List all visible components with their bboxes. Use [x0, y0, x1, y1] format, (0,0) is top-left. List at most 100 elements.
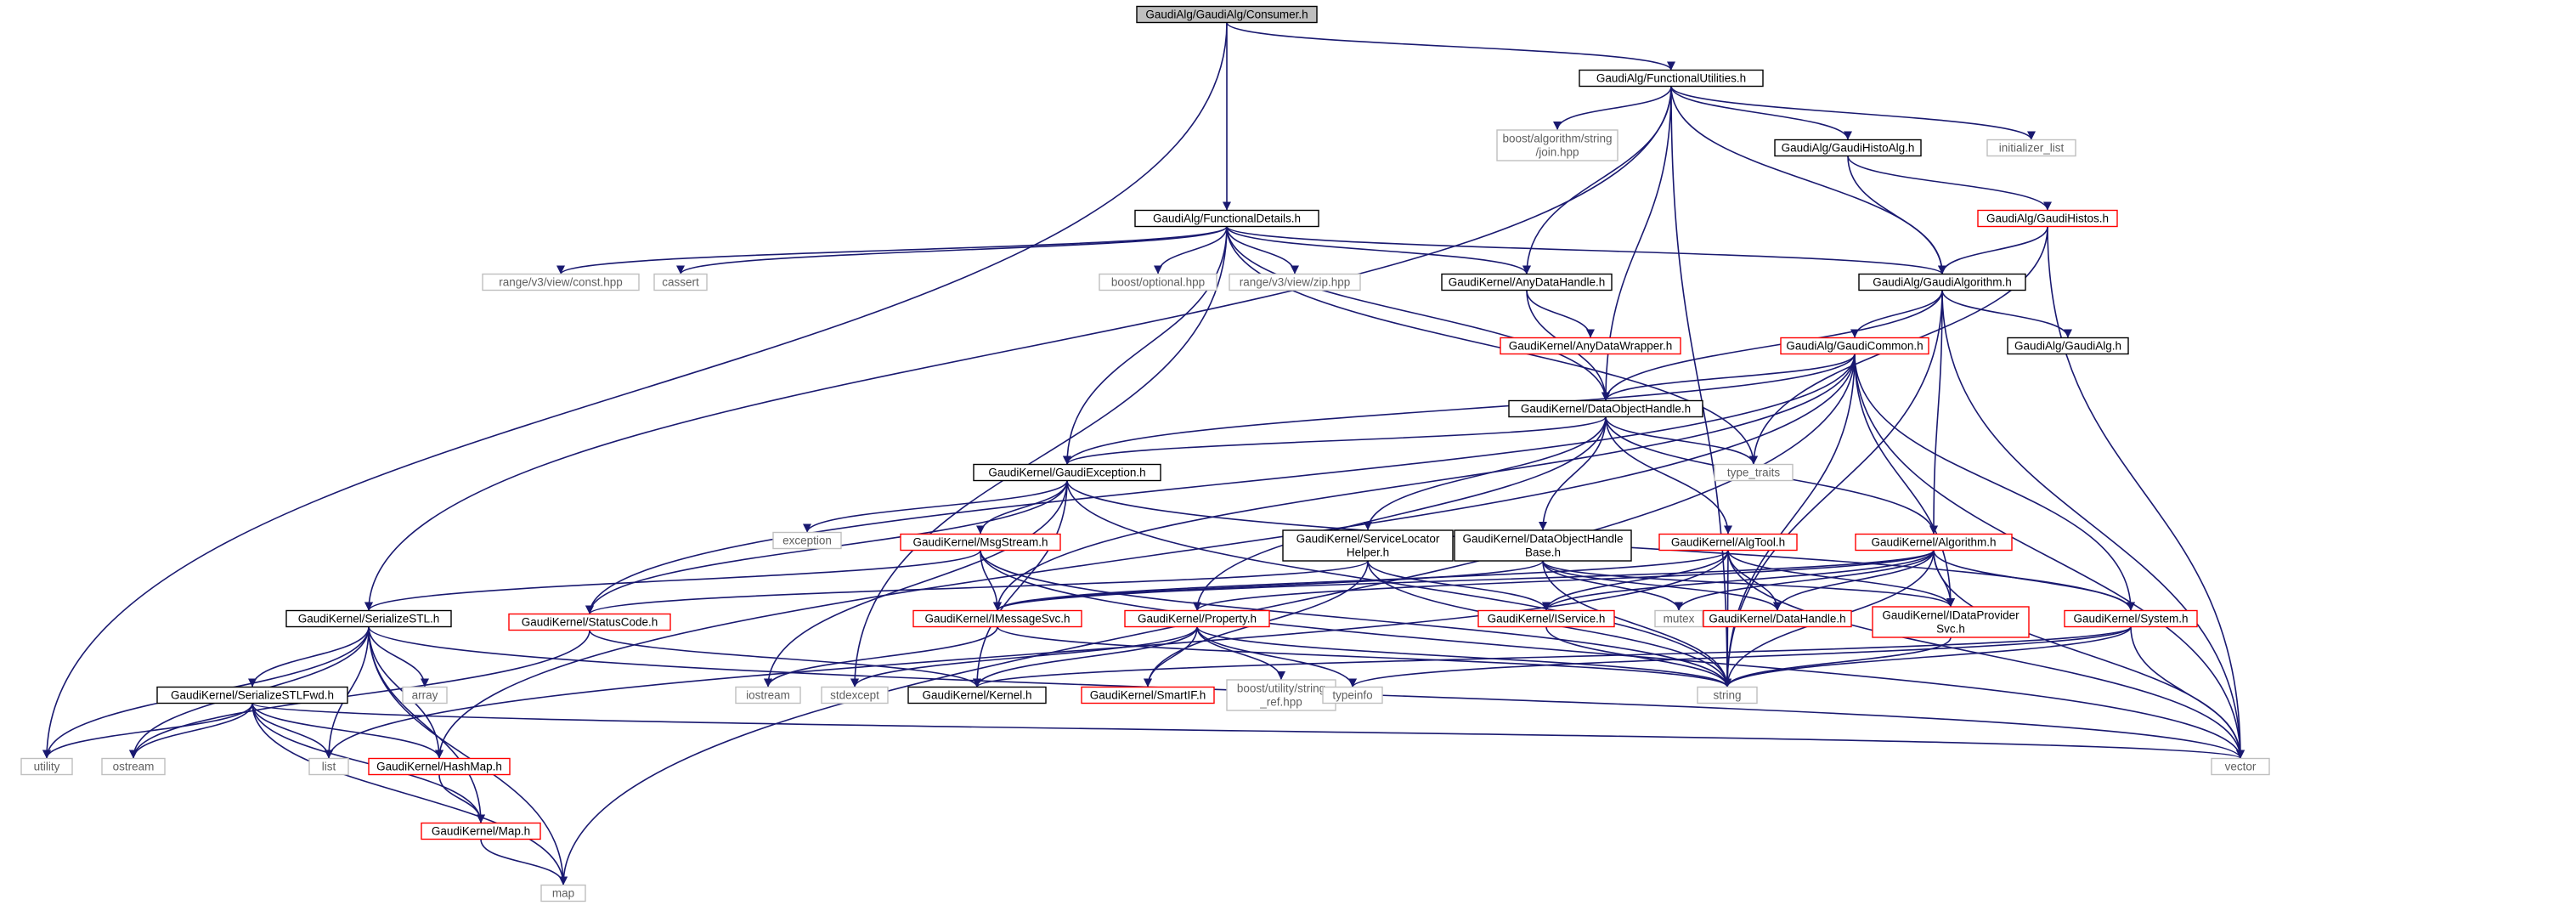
edge-serializestl-to-map — [368, 626, 568, 886]
node-iostream: iostream — [735, 686, 801, 704]
node-mutex: mutex — [1654, 609, 1703, 628]
node-statuscode[interactable]: GaudiKernel/StatusCode.h — [508, 613, 671, 631]
node-box — [1714, 463, 1794, 482]
edge-property-to-typeinfo — [1196, 626, 1357, 687]
node-label: stdexcept — [830, 689, 879, 702]
node-box — [2064, 609, 2198, 628]
node-label: GaudiAlg/GaudiHistos.h — [1986, 212, 2109, 225]
edge-system-to-string — [1723, 626, 2132, 687]
node-box — [1282, 529, 1454, 562]
node-vector: vector — [2211, 757, 2270, 776]
edge-property-to-string — [1196, 626, 1731, 687]
edge-algorithm-to-iservice — [1542, 550, 1935, 611]
node-array: array — [402, 686, 448, 704]
node-iservice[interactable]: GaudiKernel/IService.h — [1477, 609, 1615, 628]
node-msgstream[interactable]: GaudiKernel/MsgStream.h — [900, 533, 1061, 552]
node-box — [1081, 686, 1215, 704]
node-box — [912, 609, 1082, 628]
node-label: GaudiKernel/DataHandle.h — [1709, 613, 1845, 625]
node-label: string — [1713, 689, 1741, 702]
node-box — [973, 463, 1161, 482]
node-label: GaudiAlg/GaudiCommon.h — [1786, 340, 1923, 353]
node-label: GaudiKernel/System.h — [2073, 613, 2188, 625]
node-algtool[interactable]: GaudiKernel/AlgTool.h — [1658, 533, 1798, 552]
node-gaudiexception[interactable]: GaudiKernel/GaudiException.h — [973, 463, 1161, 482]
node-box — [540, 884, 586, 903]
node-hashmap[interactable]: GaudiKernel/HashMap.h — [368, 757, 511, 776]
node-box — [1780, 337, 1929, 355]
edge-funcutil-to-serializestl — [364, 86, 1672, 611]
edge-funcdetails-to-dataobjecthandle — [1226, 226, 1610, 401]
edge-gaudicommon-to-gaudiexception — [1063, 354, 1856, 465]
node-dataobjecthandle[interactable]: GaudiKernel/DataObjectHandle.h — [1508, 399, 1703, 418]
edge-imessagesvc-to-iostream — [764, 626, 998, 687]
node-gaudialgorithm[interactable]: GaudiAlg/GaudiAlgorithm.h — [1858, 273, 2026, 291]
edge-funcutil-to-gaudialgorithm — [1670, 86, 1946, 274]
edge-property-to-kernel — [973, 626, 1198, 687]
node-initlist: initializer_list — [1986, 139, 2076, 157]
node-typeinfo: typeinfo — [1322, 686, 1383, 704]
node-maph[interactable]: GaudiKernel/Map.h — [421, 822, 541, 840]
node-label: GaudiAlg/GaudiHistoAlg.h — [1782, 142, 1915, 155]
header-nodes: GaudiAlg/GaudiAlg/Consumer.hGaudiAlg/Fun… — [20, 5, 2270, 903]
node-box — [1477, 609, 1615, 628]
node-serializestl[interactable]: GaudiKernel/SerializeSTL.h — [285, 609, 452, 628]
node-stringref: boost/utility/string_ref.hpp — [1226, 679, 1336, 711]
edge-funcdetails-to-anydatahandle — [1226, 226, 1531, 274]
node-label: GaudiKernel/AnyDataHandle.h — [1449, 276, 1606, 289]
edge-dohbase-to-string — [1542, 560, 1731, 687]
node-label: list — [322, 761, 336, 773]
edge-dataobjecthandle-to-algtool — [1605, 416, 1732, 535]
edge-algtool-to-vector — [1727, 550, 2245, 759]
node-gaudicommon[interactable]: GaudiAlg/GaudiCommon.h — [1780, 337, 1929, 355]
node-kernel[interactable]: GaudiKernel/Kernel.h — [907, 686, 1047, 704]
edge-algorithm-to-imessagesvc — [993, 549, 1935, 612]
edge-dataobjecthandle-to-servicelocator — [1364, 416, 1607, 531]
node-funcutil[interactable]: GaudiAlg/FunctionalUtilities.h — [1579, 69, 1764, 88]
node-label: GaudiKernel/HashMap.h — [376, 761, 502, 773]
node-histoalg[interactable]: GaudiAlg/GaudiHistoAlg.h — [1774, 139, 1922, 157]
node-box — [1658, 533, 1798, 552]
node-consumer[interactable]: GaudiAlg/GaudiAlg/Consumer.h — [1136, 5, 1318, 24]
edge-msgstream-to-vector — [980, 550, 2245, 759]
node-label: boost/algorithm/string — [1502, 133, 1612, 145]
node-anydatawrapper[interactable]: GaudiKernel/AnyDataWrapper.h — [1500, 337, 1681, 355]
node-label: GaudiKernel/ServiceLocator — [1296, 533, 1440, 546]
edge-gaudialgorithm-to-algorithm — [1929, 290, 1943, 535]
node-property[interactable]: GaudiKernel/Property.h — [1124, 609, 1270, 628]
node-system[interactable]: GaudiKernel/System.h — [2064, 609, 2198, 628]
node-serializestlfwd[interactable]: GaudiKernel/SerializeSTLFwd.h — [156, 686, 348, 704]
node-funcdetails[interactable]: GaudiAlg/FunctionalDetails.h — [1134, 209, 1319, 228]
node-box — [508, 613, 671, 631]
node-label: map — [552, 887, 574, 900]
node-smartif[interactable]: GaudiKernel/SmartIF.h — [1081, 686, 1215, 704]
edge-funcdetails-to-gaudialgorithm — [1226, 225, 1946, 275]
edge-funcdetails-to-rangeconst — [556, 225, 1228, 275]
node-anydatahandle[interactable]: GaudiKernel/AnyDataHandle.h — [1441, 273, 1613, 291]
node-algorithm[interactable]: GaudiKernel/Algorithm.h — [1855, 533, 2013, 552]
node-label: GaudiAlg/FunctionalUtilities.h — [1596, 72, 1746, 85]
node-box — [1322, 686, 1383, 704]
edge-gaudicommon-to-string — [1723, 354, 1856, 687]
node-box — [1124, 609, 1270, 628]
edge-dataobjecthandle-to-property — [1193, 416, 1607, 611]
edge-system-to-kernel — [973, 625, 2132, 688]
node-label: GaudiKernel/StatusCode.h — [522, 616, 658, 629]
node-datahandle[interactable]: GaudiKernel/DataHandle.h — [1703, 609, 1852, 628]
node-box — [402, 686, 448, 704]
edge-gaudialgorithm-to-vector — [1941, 290, 2245, 759]
edge-serializestlfwd-to-ostream — [129, 703, 253, 759]
edge-algorithm-to-system — [1933, 550, 2135, 611]
node-gaudialg[interactable]: GaudiAlg/GaudiAlg.h — [2007, 337, 2129, 355]
node-gaudihistos[interactable]: GaudiAlg/GaudiHistos.h — [1977, 209, 2118, 228]
node-label: GaudiKernel/AnyDataWrapper.h — [1509, 340, 1673, 353]
node-imessagesvc[interactable]: GaudiKernel/IMessageSvc.h — [912, 609, 1082, 628]
node-box — [1441, 273, 1613, 291]
edge-dohbase-to-idataprovider — [1542, 560, 1955, 608]
node-exception: exception — [772, 531, 842, 550]
edge-algtool-to-iservice — [1542, 550, 1729, 611]
